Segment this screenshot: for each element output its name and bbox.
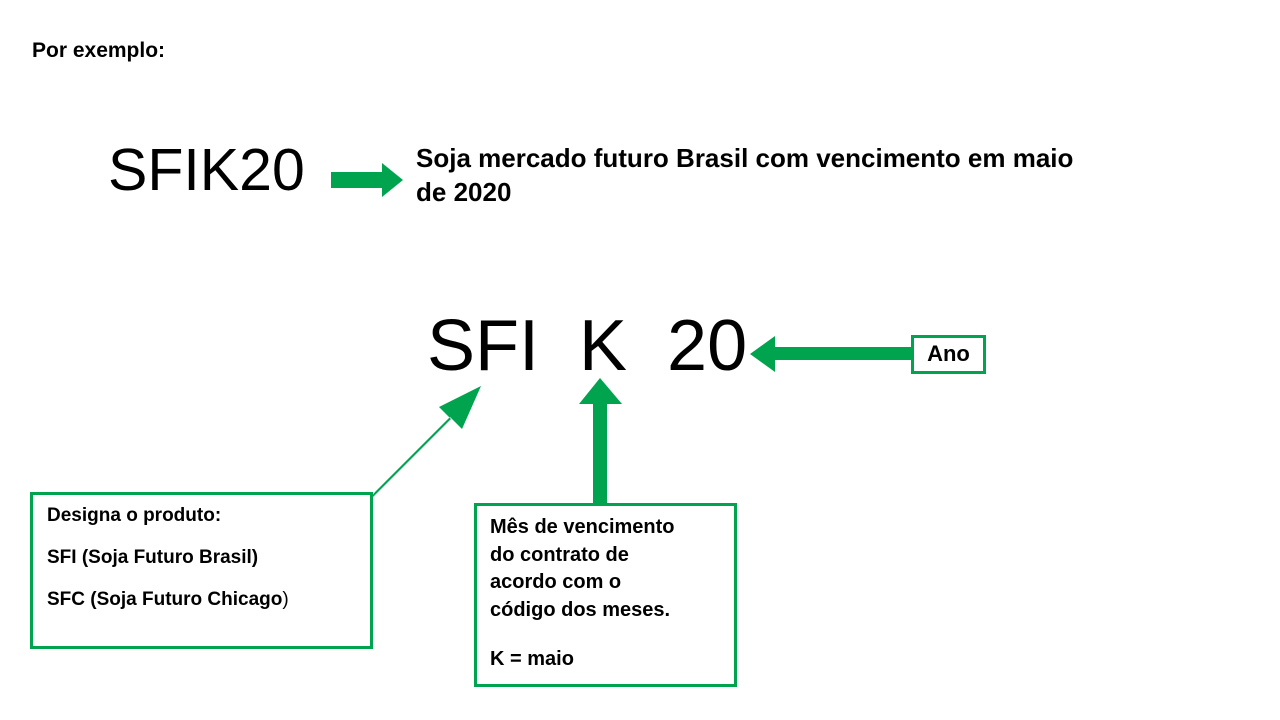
arrow-left-icon: [750, 336, 911, 372]
callout-month-line-4: código dos meses.: [490, 598, 671, 621]
callout-product-line-1: Designa o produto:: [47, 505, 222, 526]
callout-product-box: Designa o produto: SFI (Soja Futuro Bras…: [30, 492, 373, 649]
contract-code-full: SFIK20: [108, 137, 305, 203]
arrow-right-icon: [331, 163, 403, 197]
callout-month-line-1: Mês de vencimento: [490, 516, 675, 538]
callout-month-box: Mês de vencimento do contrato de acordo …: [474, 503, 737, 687]
callout-month-line-5: K = maio: [490, 648, 574, 671]
arrow-up-icon: [579, 378, 622, 503]
callout-year-label: Ano: [927, 341, 970, 367]
callout-product-line-3-main: SFC (Soja Futuro Chicago: [47, 588, 283, 610]
page-title: Por exemplo:: [32, 39, 166, 62]
callout-product-line-3-tail: ): [282, 588, 289, 610]
arrow-up-right-icon: [366, 386, 481, 504]
callout-year-box: Ano: [911, 335, 986, 374]
contract-code-description: Soja mercado futuro Brasil com venciment…: [416, 143, 1074, 208]
callout-product-line-3: SFC (Soja Futuro Chicago): [47, 589, 370, 611]
callout-month-line-2: do contrato de: [490, 543, 629, 566]
callout-month-line-3: acordo com o: [490, 571, 622, 594]
contract-code-segments: SFI K 20: [427, 306, 748, 386]
callout-product-line-2: SFI (Soja Futuro Brasil): [47, 546, 259, 568]
spacer: [490, 624, 734, 646]
